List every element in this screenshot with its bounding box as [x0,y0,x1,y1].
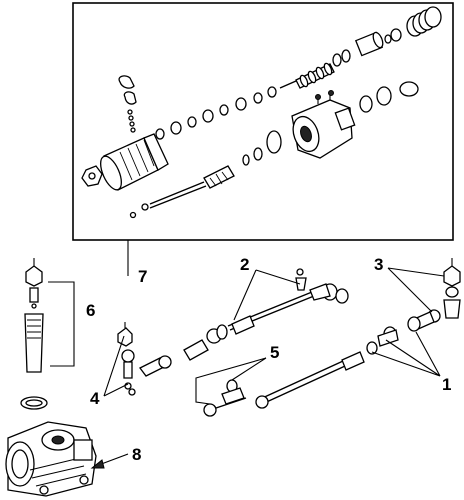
callout-5: 5 [270,343,279,362]
o-ring [170,121,182,135]
o-ring [235,97,247,111]
spool-valve [295,62,335,89]
center-link [255,311,435,409]
o-ring [202,109,214,123]
o-ring [267,86,277,98]
relay-rod-end [203,379,247,417]
leader-3 [387,267,445,313]
rack-piston-nut [100,133,169,191]
callout-3: 3 [374,255,383,274]
sector-shaft [24,313,44,373]
ball-bearings [127,109,136,133]
seal-ring [390,28,402,42]
o-ring [219,104,229,116]
gear-internals-inset [72,2,454,241]
callout-7: 7 [138,267,147,286]
lock-ring [399,81,419,97]
leader-4 [103,335,129,397]
spool-shaft [279,80,297,89]
callout-8: 8 [132,445,141,464]
sector-shaft-row [129,130,282,219]
o-ring [155,128,165,140]
washer [384,34,392,44]
callout-6: 6 [86,301,95,320]
callout-4: 4 [90,389,100,408]
o-ring [253,92,263,104]
spring-large [406,6,442,37]
small-seal [341,49,351,63]
tie-rod-upper [227,268,349,335]
pitman-shaft-stack [20,258,75,410]
small-seal [332,53,342,67]
tie-rod-end-right [427,258,461,323]
callout-6-bracket [48,281,75,367]
steering-gear-housing [5,421,97,497]
valve-sleeve [354,31,384,57]
leader-2 [233,269,301,321]
leader-5 [195,357,267,405]
adjuster-plug [81,165,103,187]
callout-labels: 1 2 3 4 5 6 7 8 [86,255,451,464]
tie-rod-end-left [117,322,136,396]
o-ring [187,116,197,128]
leader-lines [90,240,445,469]
side-cover-housing [291,90,356,159]
callout-1: 1 [442,375,451,394]
upper-stud [29,287,39,303]
drag-link [139,324,228,377]
leader-1 [371,331,441,377]
arrow-8 [90,459,105,469]
callout-2: 2 [240,255,249,274]
seal-ring [376,86,392,106]
retaining-clip [118,75,137,105]
seal-ring [359,95,373,113]
valve-assembly-row [155,6,442,140]
shaft-nut [25,265,43,287]
